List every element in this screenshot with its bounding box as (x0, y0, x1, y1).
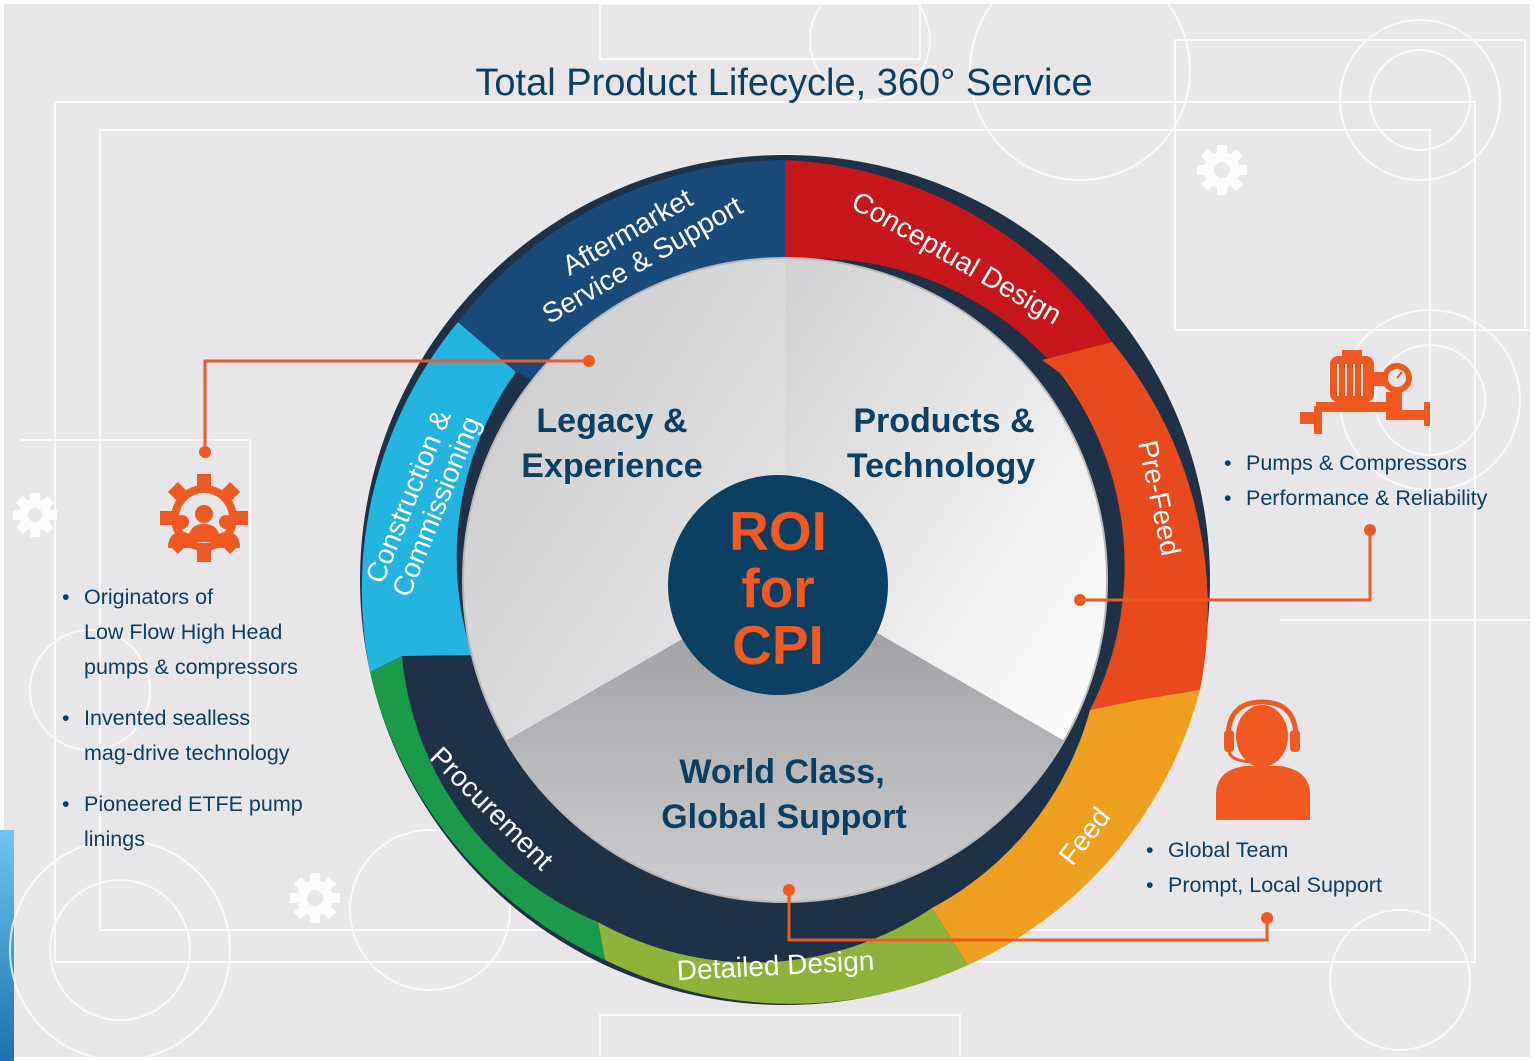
sector-label-products-line1: Products & (853, 402, 1034, 440)
sector-label-legacy-line1: Legacy & (536, 402, 687, 440)
list-item: Pioneered ETFE pump linings (62, 787, 362, 857)
connector-products (1080, 530, 1372, 602)
legacy-bullet-list: Originators of Low Flow High Head pumps … (62, 580, 362, 873)
center-hub: ROI for CPI (668, 475, 888, 695)
ring-segment-procurement[interactable] (370, 656, 605, 960)
list-item: Global Team (1146, 833, 1446, 868)
ring-segment-conceptual-design[interactable] (785, 160, 1112, 373)
sector-label-legacy-line2: Experience (521, 447, 702, 485)
page-title: Total Product Lifecycle, 360° Service (475, 62, 1093, 104)
connector-legacy (203, 359, 589, 452)
connector-world (787, 890, 1269, 942)
sector-label-world-line1: World Class, (679, 753, 884, 791)
ring-segment-construction[interactable] (361, 322, 516, 672)
center-label-line1: ROI (729, 500, 827, 562)
sector-label-world-line2: Global Support (661, 798, 907, 836)
center-label-line2: for (741, 557, 814, 619)
headset-support-icon (1216, 699, 1310, 820)
ring-segment-aftermarket[interactable] (458, 160, 785, 382)
list-item: Prompt, Local Support (1146, 868, 1446, 903)
list-item: Pumps & Compressors (1224, 446, 1534, 481)
center-label-line3: CPI (732, 614, 824, 676)
ring-segment-detailed-design[interactable] (598, 908, 968, 1004)
decorative-gears (13, 145, 1247, 923)
connectors (203, 359, 1372, 942)
gear-icon (13, 493, 57, 537)
list-item: Invented sealless mag-drive technology (62, 701, 362, 771)
blue-edge-strip (0, 830, 14, 1061)
team-gear-icon (160, 474, 248, 562)
products-bullet-list: Pumps & Compressors Performance & Reliab… (1224, 446, 1534, 516)
sector-world-class-support[interactable] (506, 580, 1064, 903)
gear-icon (290, 873, 340, 923)
sector-label-products-line2: Technology (847, 447, 1035, 485)
support-bullet-list: Global Team Prompt, Local Support (1146, 833, 1446, 903)
connector-dots (199, 355, 1376, 924)
ring-segment-pre-feed[interactable] (1042, 342, 1208, 710)
ring-segment-feed[interactable] (932, 690, 1200, 965)
gear-icon (1197, 145, 1247, 195)
sector-labels: Legacy & Experience Products & Technolog… (521, 402, 1035, 836)
pump-compressor-icon (1300, 350, 1430, 434)
list-item: Originators of Low Flow High Head pumps … (62, 580, 362, 685)
list-item: Performance & Reliability (1224, 481, 1534, 516)
